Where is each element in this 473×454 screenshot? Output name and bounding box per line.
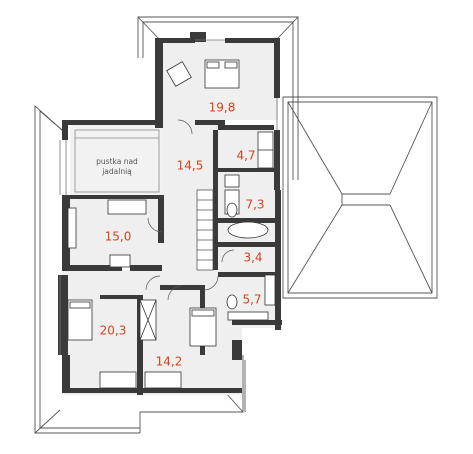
area-hall: 14,5 (177, 159, 204, 173)
void-label-line1: pustka nad (96, 157, 138, 166)
area-laundry: 3,4 (243, 251, 262, 265)
void-label-line2: jadalnią (101, 167, 132, 176)
armchair (166, 61, 192, 87)
area-bathroom-main: 7,3 (245, 198, 264, 212)
sofa (107, 199, 147, 215)
bathtub (227, 221, 269, 239)
windows (59, 39, 278, 355)
area-bathroom-small: 5,7 (242, 293, 261, 307)
void-over-dining (74, 129, 160, 193)
roof-outlines (34, 16, 438, 434)
door-swings (145, 119, 235, 301)
area-wardrobe: 4,7 (236, 149, 255, 163)
area-bedroom-sw: 20,3 (100, 324, 127, 338)
walls (58, 32, 282, 395)
furniture (67, 59, 276, 389)
area-room-west: 15,0 (105, 230, 132, 244)
area-bedroom-master: 19,8 (209, 101, 236, 115)
staircase (196, 189, 214, 271)
floor-areas (62, 40, 280, 395)
area-bedroom-s: 14,2 (156, 355, 183, 369)
